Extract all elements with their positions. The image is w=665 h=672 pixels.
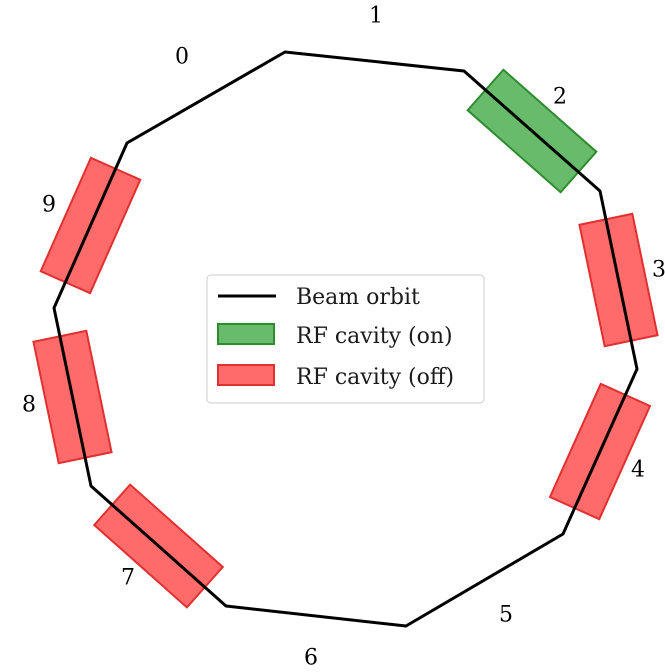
legend-orbit-label: Beam orbit [296,285,420,310]
legend-cavity-off-label: RF cavity (off) [296,365,454,390]
segment-label-8: 8 [22,393,36,418]
legend-cavity-off-swatch [217,364,275,386]
segment-label-1: 1 [369,4,383,29]
legend: Beam orbit RF cavity (on) RF cavity (off… [206,274,485,404]
segment-label-5: 5 [499,603,513,628]
segment-label-4: 4 [631,458,645,483]
legend-frame [206,274,485,404]
segment-label-2: 2 [553,85,567,110]
segment-label-3: 3 [652,258,665,283]
segment-label-6: 6 [304,646,318,671]
segment-label-0: 0 [175,45,189,70]
legend-cavity-on-swatch [217,323,275,345]
beam-orbit [52,50,639,628]
segment-label-7: 7 [121,566,135,591]
segment-label-layer: 0 1 2 3 4 5 6 7 8 9 [22,4,665,671]
legend-cavity-on-label: RF cavity (on) [296,324,453,349]
segment-label-9: 9 [42,193,56,218]
